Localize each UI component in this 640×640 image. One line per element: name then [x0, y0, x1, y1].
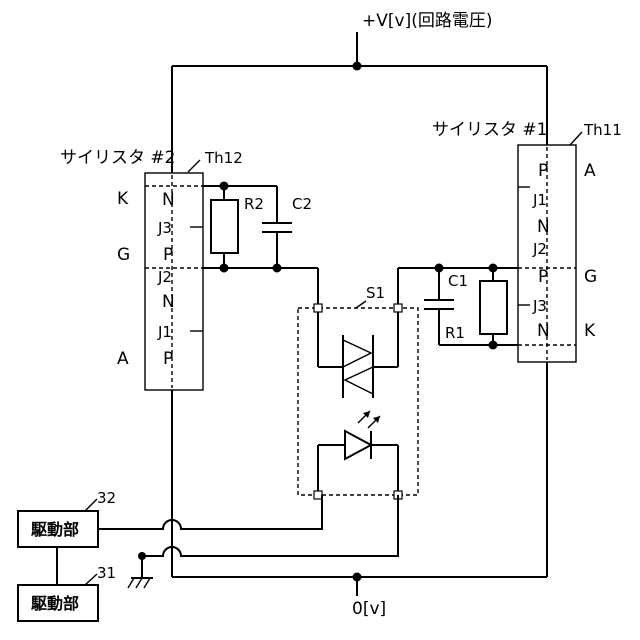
drive-unit-label: 駆動部: [31, 594, 79, 613]
thyristor-2-title: サイリスタ #2: [60, 148, 175, 168]
resistor-r1-label: R1: [445, 324, 465, 342]
drive-signal-wire: [98, 495, 322, 529]
ground-voltage-label: 0[v]: [352, 599, 386, 619]
layer-label: P: [163, 245, 173, 265]
terminal-label: A: [584, 161, 596, 181]
terminal-label: G: [117, 245, 130, 265]
layer-label: N: [162, 292, 175, 312]
layer-label: P: [163, 349, 173, 369]
capacitor-c2-label: C2: [292, 195, 312, 213]
layer-label: N: [537, 217, 550, 237]
layer-label: J1: [532, 191, 547, 209]
supply-rail-top: [172, 32, 547, 71]
ground-icon: [128, 556, 153, 588]
resistor-r2-label: R2: [244, 195, 264, 213]
layer-label: P: [538, 267, 548, 287]
s1-terminals: [314, 304, 402, 499]
layer-label: J1: [157, 323, 172, 341]
layer-label: J3: [157, 219, 172, 237]
capacitor-c1-label: C1: [448, 272, 468, 290]
terminal-label: K: [584, 321, 596, 341]
resistor-r1: [480, 281, 507, 334]
terminal-label: G: [584, 267, 597, 287]
capacitor-c2: [262, 186, 292, 268]
layer-label: P: [538, 161, 548, 181]
layer-label: J3: [532, 297, 547, 315]
layer-label: N: [537, 321, 550, 341]
terminal-label: K: [117, 189, 129, 209]
supply-rail-bottom: [172, 573, 547, 597]
triac-symbol: [318, 308, 398, 398]
terminal-label: A: [117, 349, 129, 369]
resistor-r2: [211, 200, 238, 253]
layer-label: J2: [532, 240, 547, 258]
drive-unit-label: 駆動部: [31, 520, 79, 539]
layer-label: N: [162, 190, 175, 210]
drive-unit-ref: 31: [97, 564, 116, 582]
s1-enclosure: [298, 308, 418, 495]
thyristor-1-title: サイリスタ #1: [432, 120, 547, 140]
supply-voltage-label: +V[v](回路電圧): [362, 11, 492, 31]
drive-unit-ref: 32: [97, 489, 116, 507]
thyristor-2-ref: Th12: [204, 149, 243, 167]
s1-label: S1: [366, 284, 385, 302]
led-symbol: [318, 411, 398, 495]
layer-label: J2: [157, 268, 172, 286]
drive-unit-31: 駆動部: [18, 585, 98, 621]
thyristor-1-ref: Th11: [583, 121, 622, 139]
drive-unit-32: 駆動部: [18, 511, 98, 547]
